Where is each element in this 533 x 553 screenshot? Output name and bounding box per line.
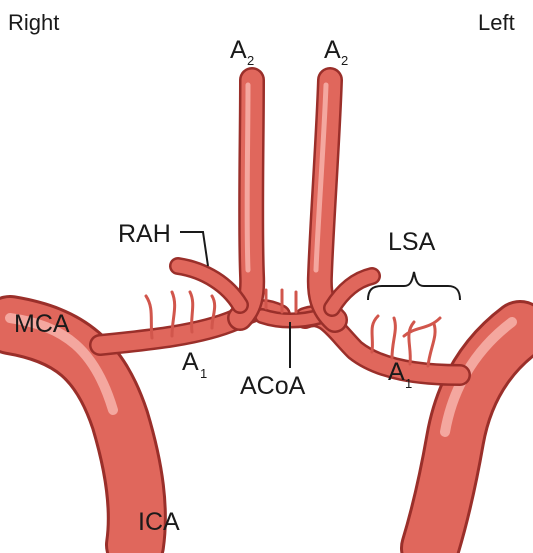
a2-right-label: A 2: [230, 36, 254, 68]
ica-label: ICA: [138, 508, 180, 536]
rah-label: RAH: [118, 220, 171, 248]
a2-left-label: A 2: [324, 36, 348, 68]
a2-right-vessel: [240, 80, 252, 318]
left-branch-vessel: [332, 276, 372, 308]
ica-left-vessel: [430, 322, 520, 548]
a2-left-main: A: [324, 36, 341, 64]
acoa-vessel: [262, 316, 322, 321]
a1-left-sub: 1: [405, 376, 412, 391]
a1-right-main: A: [182, 348, 199, 376]
orientation-right-label: Right: [8, 10, 59, 35]
a2-right-main: A: [230, 36, 247, 64]
lsa-label: LSA: [388, 228, 436, 256]
a1-right-label: A 1: [182, 348, 207, 381]
a2-right-sub: 2: [247, 53, 254, 68]
orientation-left-label: Left: [478, 10, 515, 35]
rah-vessel: [178, 266, 240, 305]
lsa-bracket: [368, 272, 460, 300]
mca-label: MCA: [14, 310, 70, 338]
acoa-label: ACoA: [240, 372, 306, 400]
a1-right-sub: 1: [200, 366, 207, 381]
a2-left-vessel: [316, 80, 335, 320]
a1-left-main: A: [388, 358, 405, 386]
a2-left-sub: 2: [341, 53, 348, 68]
